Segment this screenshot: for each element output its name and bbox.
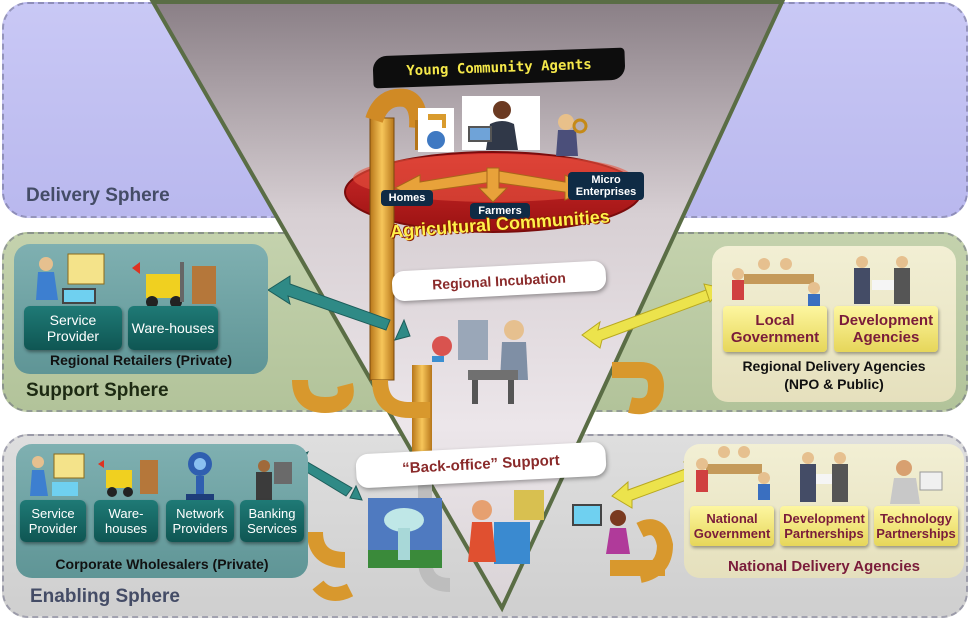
wholesale-service-provider-box: Service Provider: [20, 500, 86, 542]
retail-service-provider-box: Service Provider: [24, 306, 122, 350]
development-partnerships-box: Development Partnerships: [780, 506, 868, 546]
partnership-people-icon: [794, 450, 856, 504]
businesswoman-laptop-icon: [462, 96, 540, 150]
technology-worker-icon: [884, 456, 944, 504]
network-tower-icon: [178, 448, 222, 502]
technology-partnerships-box: Technology Partnerships: [874, 506, 958, 546]
national-government-box: National Government: [690, 506, 774, 546]
forklift-small-icon: [98, 454, 160, 500]
delivery-sphere-label: Delivery Sphere: [26, 185, 170, 206]
farmers-tag: Farmers: [470, 203, 530, 219]
corporate-wholesalers-label: Corporate Wholesalers (Private): [55, 556, 269, 572]
homes-tag: Homes: [381, 190, 433, 206]
business-people-icon: [842, 254, 926, 306]
banker-icon: [250, 456, 294, 504]
factory-worker-icon: [428, 300, 546, 406]
regional-delivery-sub: (NPO & Public): [784, 376, 884, 392]
national-delivery-label: National Delivery Agencies: [727, 558, 921, 575]
development-agencies-box: Development Agencies: [834, 306, 938, 352]
micro-enterprises-tag: Micro Enterprises: [568, 172, 644, 200]
network-providers-box: Network Providers: [166, 500, 234, 542]
service-provider-icon: [28, 250, 124, 306]
water-tower-icon: [368, 498, 442, 568]
wholesale-warehouses-box: Ware-houses: [94, 500, 158, 542]
computer-user-icon: [570, 498, 636, 554]
enabling-sphere-label: Enabling Sphere: [30, 586, 180, 607]
local-government-box: Local Government: [723, 306, 827, 352]
banking-services-box: Banking Services: [240, 500, 304, 542]
forklift-icon: [130, 256, 220, 310]
national-meeting-icon: [690, 440, 772, 504]
support-sphere-label: Support Sphere: [26, 380, 169, 401]
detective-icon: [548, 108, 588, 156]
regional-retailers-label: Regional Retailers (Private): [49, 352, 233, 368]
meeting-icon: [724, 254, 824, 306]
regional-delivery-label: Regional Delivery Agencies: [742, 358, 926, 374]
service-provider-small-icon: [24, 450, 94, 500]
machinery-worker-icon: [454, 482, 554, 574]
globe-tap-icon: [418, 108, 454, 152]
retail-warehouses-box: Ware-houses: [128, 306, 218, 350]
